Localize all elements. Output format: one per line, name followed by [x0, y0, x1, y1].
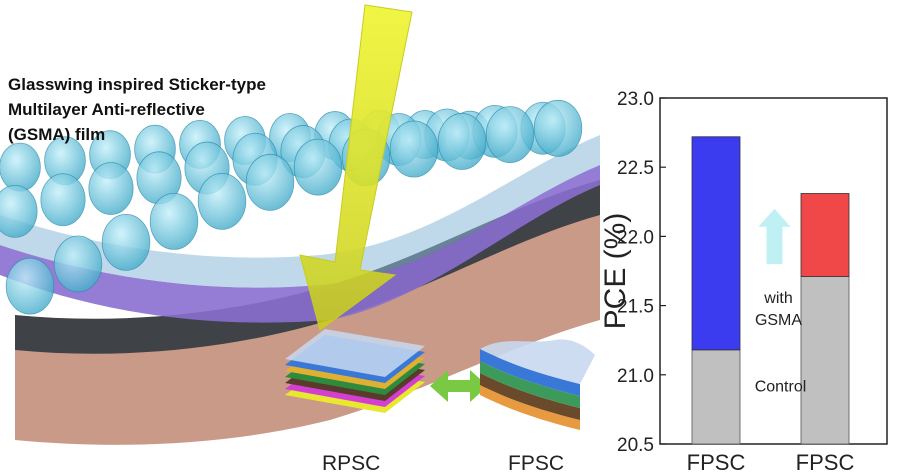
flexible-device-stack [0, 135, 600, 445]
y-tick-label: 22.5 [617, 158, 654, 179]
lens-dome [88, 162, 134, 215]
bar-gsma-gain [691, 136, 741, 351]
gsma-annotation-line-1: with [763, 290, 792, 307]
rpsc-label: RPSC [322, 452, 380, 475]
bar-control [800, 276, 850, 445]
y-tick-label: 20.5 [617, 435, 654, 456]
lens-dome [245, 153, 295, 211]
rpsc-stack: RPSC [285, 329, 425, 475]
lens-dome [149, 192, 199, 250]
lens-dome [293, 138, 343, 196]
lens-dome [53, 235, 103, 293]
lens-dome [0, 142, 41, 192]
swap-double-arrow [430, 370, 488, 402]
lens-dome [197, 172, 247, 230]
fpsc-label: FPSC [508, 452, 564, 475]
improvement-up-arrow [758, 208, 791, 265]
glasswing-lens-array [0, 99, 583, 315]
y-tick-label: 21.5 [617, 297, 654, 318]
lens-dome [485, 106, 535, 164]
title-line-2: Multilayer Anti-reflective [8, 100, 205, 119]
category-label-2: FPSC [796, 450, 855, 475]
title-line-1: Glasswing inspired Sticker-type [8, 75, 266, 94]
lens-dome [5, 257, 55, 315]
pce-bar-chart: 20.5 21.0 21.5 22.0 22.5 23.0 PCE (%) FPSC FP… [599, 89, 888, 475]
anti-reflective-film [0, 135, 600, 288]
purple-layer [0, 165, 600, 323]
y-axis: 20.5 21.0 21.5 22.0 22.5 23.0 [617, 89, 666, 456]
plot-frame [659, 97, 888, 445]
lens-dome [533, 99, 583, 157]
control-annotation: Control [755, 378, 807, 395]
y-axis-title: PCE (%) [599, 213, 632, 330]
category-label-1: FPSC [687, 450, 746, 475]
y-tick-label: 21.0 [617, 366, 654, 387]
bars [691, 136, 850, 445]
y-tick-label: 23.0 [617, 89, 654, 110]
lens-dome [0, 184, 38, 238]
bar-control [691, 349, 741, 445]
gsma-illustration: Glasswing inspired Sticker-type Multilay… [0, 4, 600, 475]
fpsc-stack: FPSC [480, 339, 595, 475]
illustration-title: Glasswing inspired Sticker-type Multilay… [8, 75, 266, 144]
lens-dome [101, 213, 151, 271]
gsma-annotation-line-2: GSMA [755, 312, 802, 329]
lens-dome [389, 120, 439, 178]
title-line-3: (GSMA) film [8, 125, 105, 144]
lens-dome [437, 113, 487, 170]
incident-light-arrow [299, 4, 413, 331]
lens-dome [40, 173, 86, 227]
y-tick-label: 22.0 [617, 227, 654, 248]
bar-gsma-gain [800, 193, 850, 277]
